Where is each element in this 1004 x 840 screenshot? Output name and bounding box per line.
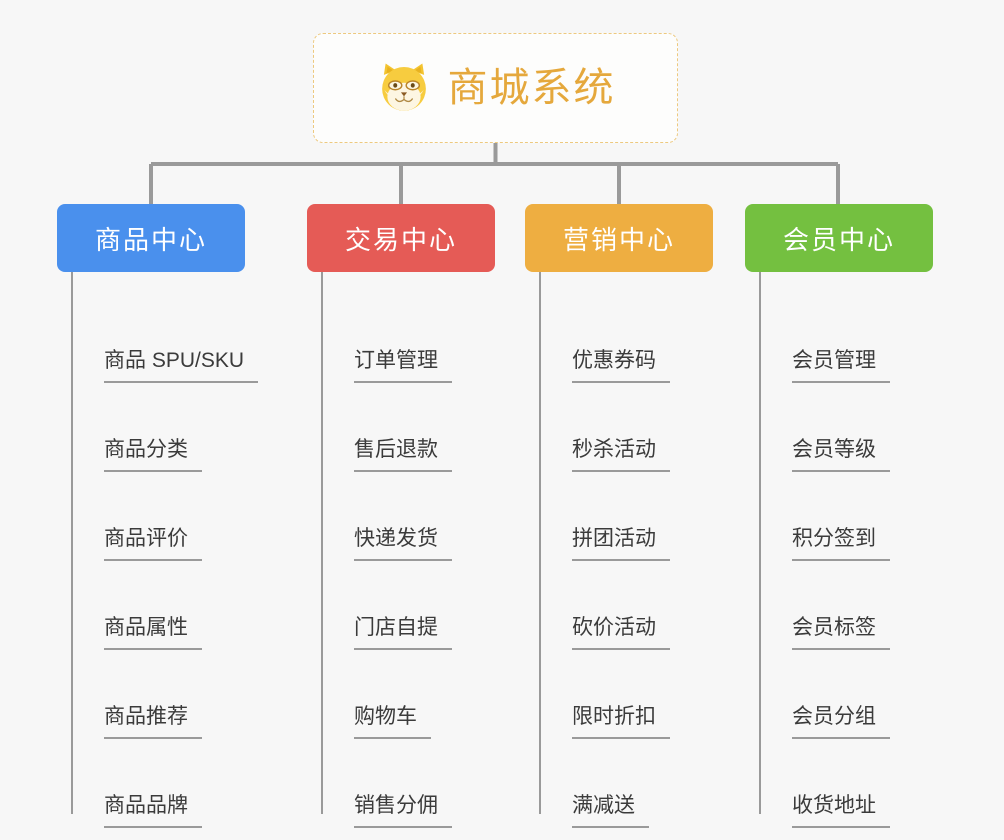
list-item[interactable]: 砍价活动 [539,561,713,650]
branch-column-4: 会员中心 会员管理 会员等级 积分签到 会员标签 会员分组 收货地址 [745,204,933,828]
item-label: 商品推荐 [104,704,202,739]
branch-item-list-4: 会员管理 会员等级 积分签到 会员标签 会员分组 收货地址 [759,272,933,828]
item-label: 积分签到 [792,526,890,561]
item-label: 会员标签 [792,615,890,650]
list-item[interactable]: 商品评价 [71,472,245,561]
list-item[interactable]: 秒杀活动 [539,383,713,472]
list-item[interactable]: 商品推荐 [71,650,245,739]
item-label: 秒杀活动 [572,437,670,472]
list-item[interactable]: 会员管理 [759,294,933,383]
list-item[interactable]: 积分签到 [759,472,933,561]
root-node-shop-system[interactable]: 商城系统 [313,33,678,143]
list-item[interactable]: 拼团活动 [539,472,713,561]
item-label: 砍价活动 [572,615,670,650]
list-item[interactable]: 购物车 [321,650,495,739]
list-item[interactable]: 会员等级 [759,383,933,472]
branch-head-member-center[interactable]: 会员中心 [745,204,933,272]
item-label: 快递发货 [354,526,452,561]
branch-head-label: 交易中心 [344,224,457,255]
list-item[interactable]: 会员标签 [759,561,933,650]
list-item[interactable]: 限时折扣 [539,650,713,739]
item-label: 收货地址 [792,793,890,828]
list-item[interactable]: 售后退款 [321,383,495,472]
list-item[interactable]: 商品品牌 [71,739,245,828]
list-item[interactable]: 会员分组 [759,650,933,739]
list-item[interactable]: 门店自提 [321,561,495,650]
branch-head-product-center[interactable]: 商品中心 [57,204,245,272]
list-item[interactable]: 销售分佣 [321,739,495,828]
item-label: 会员管理 [792,348,890,383]
shiba-dog-icon [381,63,426,111]
list-item[interactable]: 满减送 [539,739,713,828]
item-label: 优惠券码 [572,348,670,383]
branch-column-3: 营销中心 优惠券码 秒杀活动 拼团活动 砍价活动 限时折扣 满减送 [525,204,713,828]
item-label: 限时折扣 [572,704,670,739]
root-node-title: 商城系统 [447,66,616,110]
branch-head-label: 营销中心 [562,224,675,255]
item-label: 商品属性 [104,615,202,650]
list-item[interactable]: 商品属性 [71,561,245,650]
list-item[interactable]: 快递发货 [321,472,495,561]
item-label: 商品品牌 [104,793,202,828]
item-label: 销售分佣 [354,793,452,828]
list-item[interactable]: 商品分类 [71,383,245,472]
list-item[interactable]: 订单管理 [321,294,495,383]
branch-item-list-3: 优惠券码 秒杀活动 拼团活动 砍价活动 限时折扣 满减送 [539,272,713,828]
branch-column-1: 商品中心 商品 SPU/SKU 商品分类 商品评价 商品属性 商品推荐 商品品牌 [57,204,259,828]
item-label: 会员分组 [792,704,890,739]
branch-head-label: 会员中心 [782,224,895,255]
branch-head-label: 商品中心 [94,224,207,255]
item-label: 满减送 [572,793,649,828]
branch-item-list-2: 订单管理 售后退款 快递发货 门店自提 购物车 销售分佣 [321,272,495,828]
list-item[interactable]: 优惠券码 [539,294,713,383]
item-label: 售后退款 [354,437,452,472]
branch-column-2: 交易中心 订单管理 售后退款 快递发货 门店自提 购物车 销售分佣 [307,204,495,828]
list-item[interactable]: 收货地址 [759,739,933,828]
branch-item-list-1: 商品 SPU/SKU 商品分类 商品评价 商品属性 商品推荐 商品品牌 [71,272,259,828]
item-label: 商品分类 [104,437,202,472]
branch-head-trade-center[interactable]: 交易中心 [307,204,495,272]
item-label: 订单管理 [354,348,452,383]
item-label: 商品 SPU/SKU [104,348,259,383]
item-label: 商品评价 [104,526,202,561]
list-item[interactable]: 商品 SPU/SKU [71,294,259,383]
item-label: 会员等级 [792,437,890,472]
item-label: 拼团活动 [572,526,670,561]
item-label: 门店自提 [354,615,452,650]
branch-head-marketing-center[interactable]: 营销中心 [525,204,713,272]
item-label: 购物车 [354,704,431,739]
